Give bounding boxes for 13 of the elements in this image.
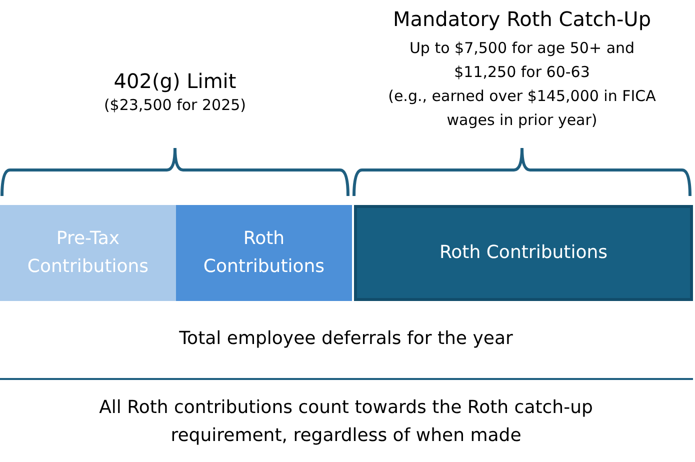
contribution-bar — [0, 205, 176, 301]
footnote-text: All Roth contributions count towards the Roth catch-up requirement, regardless of when made — [98, 396, 594, 448]
heading: Mandatory Roth Catch-Up — [392, 6, 652, 32]
note-text: (e.g., earned over $145,000 in FICA wages in prior year) — [387, 86, 657, 131]
contribution-bar — [354, 205, 693, 301]
heading: 402(g) Limit — [112, 68, 238, 94]
caption-text: Total employee deferrals for the year — [178, 327, 514, 351]
bar-label: Roth Contributions — [438, 241, 609, 265]
note-text: ($23,500 for 2025) — [102, 95, 248, 116]
bar-label: Roth Contributions — [202, 227, 326, 279]
note-text: Up to $7,500 for age 50+ and $11,250 for 60-63 — [408, 38, 636, 83]
bar-label: Pre-Tax Contributions — [26, 227, 150, 279]
contribution-bar — [176, 205, 352, 301]
